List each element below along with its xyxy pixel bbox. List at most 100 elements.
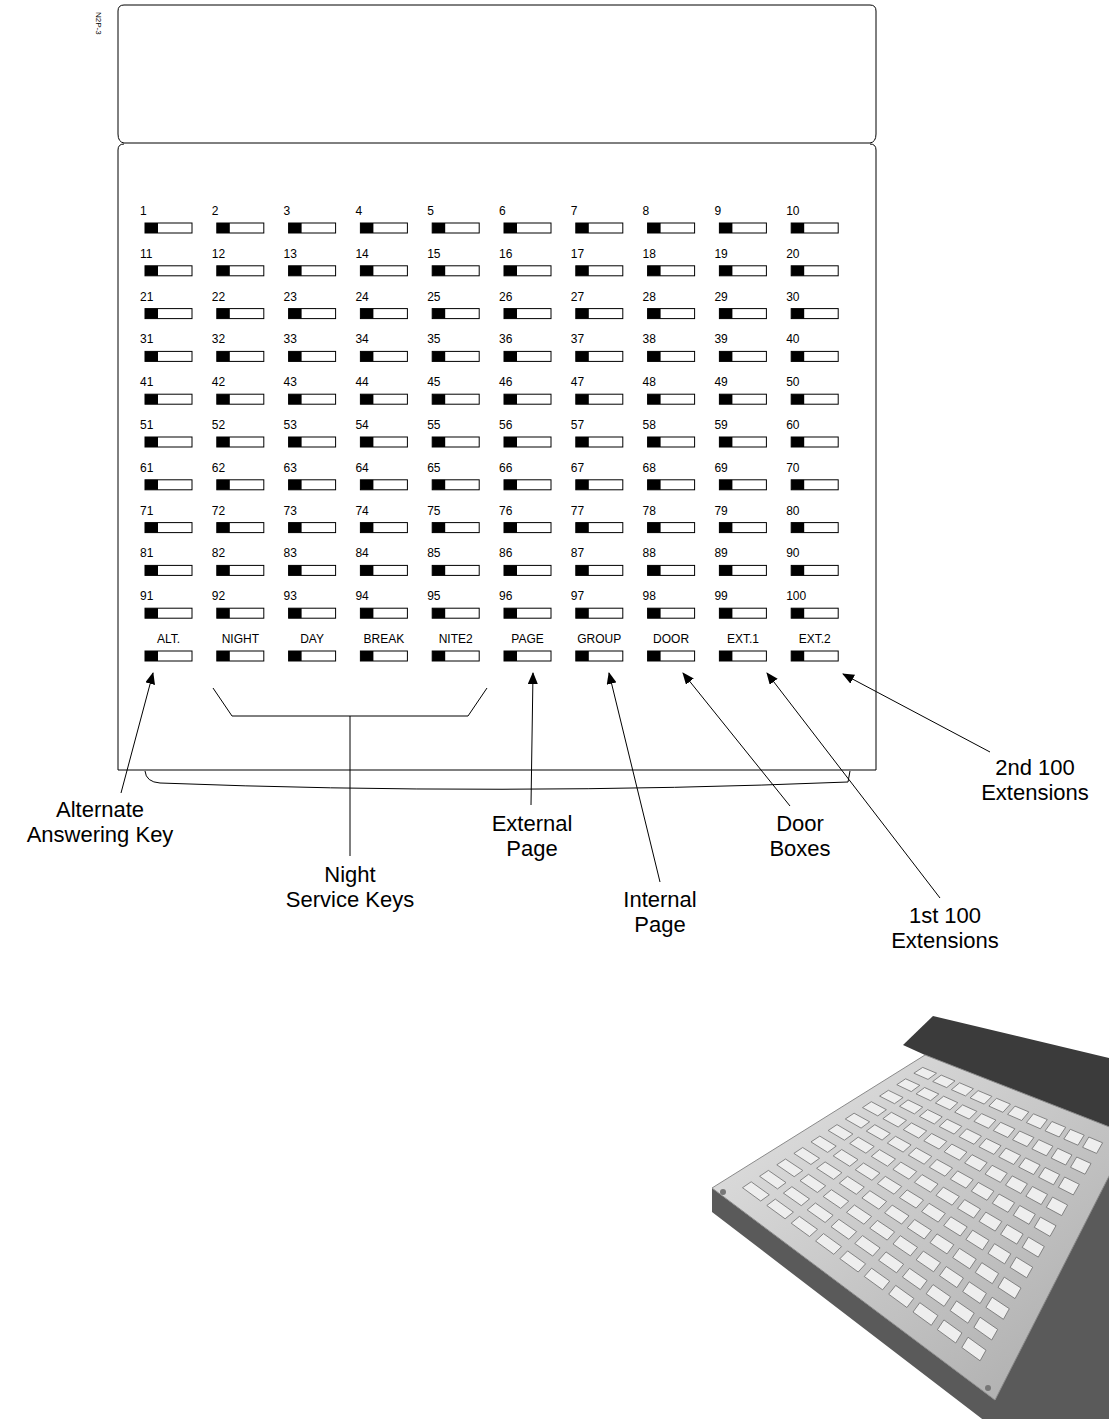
callout-text: Door Boxes [763, 811, 838, 861]
key-outline [504, 309, 551, 319]
callout-text: Internal Page [613, 887, 708, 937]
key-outline [217, 351, 264, 361]
key-outline [432, 394, 479, 404]
photo-key [900, 1190, 924, 1208]
key-outline [289, 266, 336, 276]
key-led [791, 651, 804, 661]
key-outline [576, 351, 623, 361]
photo-key [907, 1220, 931, 1240]
key-led [504, 437, 517, 447]
key-number: 14 [355, 247, 368, 261]
key-number: 36 [499, 332, 512, 346]
key-name: EXT.2 [799, 632, 831, 646]
key-name: PAGE [511, 632, 543, 646]
key-led [145, 394, 158, 404]
photo-key [1064, 1129, 1084, 1145]
console-photo [712, 1016, 1109, 1419]
photo-key [900, 1100, 923, 1114]
key-outline [576, 266, 623, 276]
key-number: 82 [212, 546, 225, 560]
photo-key [1026, 1187, 1048, 1205]
photo-key [955, 1105, 977, 1119]
key-led [145, 309, 158, 319]
photo-key [871, 1150, 895, 1167]
key-outline [719, 394, 766, 404]
key-outline [360, 651, 407, 661]
key-number: 77 [571, 504, 584, 518]
key-grid [145, 223, 838, 661]
key-number: 68 [643, 461, 656, 475]
key-name: DAY [300, 632, 324, 646]
key-number: 85 [427, 546, 440, 560]
key-number: 24 [355, 290, 368, 304]
photo-key [908, 1148, 932, 1164]
key-number: 27 [571, 290, 584, 304]
key-outline [504, 608, 551, 618]
key-led [719, 437, 732, 447]
photo-key [1039, 1167, 1060, 1184]
leader-line [843, 674, 990, 752]
key-outline [360, 223, 407, 233]
key-number: 65 [427, 461, 440, 475]
key-number: 11 [140, 247, 152, 261]
key-outline [360, 394, 407, 404]
key-led [432, 651, 445, 661]
key-number: 89 [714, 546, 727, 560]
photo-key [1019, 1158, 1040, 1175]
key-outline [576, 394, 623, 404]
key-number: 43 [284, 375, 297, 389]
photo-key [1026, 1114, 1047, 1129]
photo-key [951, 1083, 973, 1096]
key-led [145, 565, 158, 575]
photo-key [833, 1150, 858, 1167]
key-number: 71 [140, 504, 153, 518]
key-led [504, 351, 517, 361]
callout-text: 2nd 100 Extensions [976, 755, 1094, 805]
key-outline [360, 266, 407, 276]
key-outline [791, 394, 838, 404]
key-outline [360, 437, 407, 447]
key-led [576, 223, 589, 233]
photo-key [855, 1163, 880, 1180]
console-lip [145, 771, 850, 789]
key-led [576, 351, 589, 361]
key-led [791, 565, 804, 575]
key-led [360, 394, 373, 404]
photo-key [919, 1110, 942, 1124]
key-number: 32 [212, 332, 225, 346]
key-number: 76 [499, 504, 512, 518]
key-outline [145, 608, 192, 618]
key-number: 9 [714, 204, 721, 218]
key-led [217, 309, 230, 319]
photo-key [823, 1190, 849, 1209]
key-led [145, 523, 158, 533]
key-outline [432, 608, 479, 618]
key-outline [145, 523, 192, 533]
key-led [719, 608, 732, 618]
key-number: 33 [284, 332, 297, 346]
photo-key [975, 1263, 998, 1284]
photo-key [971, 1182, 994, 1200]
key-number: 78 [643, 504, 656, 518]
key-led [432, 309, 445, 319]
photo-key [847, 1205, 872, 1224]
photo-plate [712, 1055, 1109, 1400]
key-number: 31 [140, 332, 153, 346]
key-outline [719, 437, 766, 447]
key-led [432, 351, 445, 361]
key-number: 73 [284, 504, 297, 518]
photo-key [988, 1244, 1011, 1264]
key-number: 2 [212, 204, 219, 218]
key-led [719, 223, 732, 233]
key-outline [145, 565, 192, 575]
photo-key [944, 1217, 968, 1236]
key-outline [145, 351, 192, 361]
key-outline [432, 223, 479, 233]
photo-key [999, 1148, 1021, 1164]
photo-key [743, 1182, 770, 1201]
key-outline [289, 351, 336, 361]
key-led [719, 651, 732, 661]
key-led [648, 523, 661, 533]
key-outline [432, 565, 479, 575]
key-outline [719, 480, 766, 490]
